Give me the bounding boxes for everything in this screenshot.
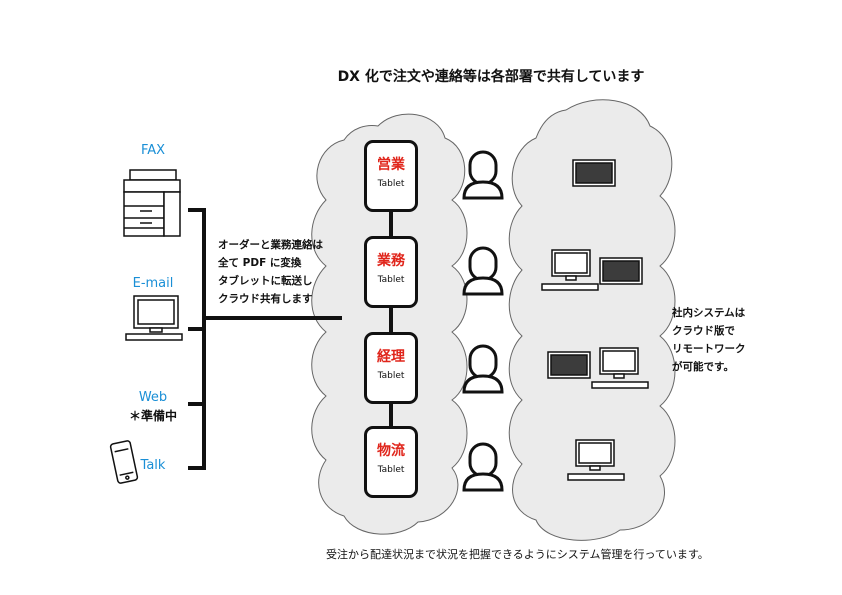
department-name: 物流 xyxy=(377,443,405,459)
department-name: 業務 xyxy=(377,253,405,269)
person-icon xyxy=(462,344,504,394)
desktop-computer-icon xyxy=(567,439,625,481)
desktop-computer-icon xyxy=(541,249,599,291)
talk-label: Talk xyxy=(140,458,166,473)
web-label: Web xyxy=(138,390,168,405)
side-note-line: リモートワーク xyxy=(672,343,746,355)
process-note-line: クラウド共有します xyxy=(218,293,313,305)
device-label: Tablet xyxy=(377,275,405,285)
connector-lines xyxy=(188,208,393,470)
process-note: オーダーと業務連絡は 全て PDF に変換 タブレットに転送し クラウド共有しま… xyxy=(218,236,358,308)
email-computer-icon xyxy=(125,295,183,341)
tablet-accounting: 経理 Tablet xyxy=(364,332,418,404)
side-note-line: が可能です。 xyxy=(672,361,734,373)
device-label: Tablet xyxy=(377,371,405,381)
page-title: DX 化で注文や連絡等は各部署で共有しています xyxy=(337,69,645,85)
web-status-note: ＊準備中 xyxy=(128,409,177,423)
device-label: Tablet xyxy=(377,179,405,189)
smartphone-icon xyxy=(109,440,139,484)
person-icon xyxy=(462,442,504,492)
laptop-icon xyxy=(599,257,643,285)
process-note-line: オーダーと業務連絡は xyxy=(218,239,323,251)
side-note-line: クラウド版で xyxy=(672,325,735,337)
tablet-sales: 営業 Tablet xyxy=(364,140,418,212)
person-icon xyxy=(462,150,504,200)
fax-label: FAX xyxy=(140,143,166,158)
person-icon xyxy=(462,246,504,296)
system-cloud xyxy=(508,99,676,541)
department-name: 営業 xyxy=(377,157,405,173)
email-label: E-mail xyxy=(132,276,174,291)
device-label: Tablet xyxy=(377,465,405,475)
person-icons xyxy=(462,150,504,492)
desktop-icons xyxy=(541,249,649,481)
tablet-logistics: 物流 Tablet xyxy=(364,426,418,498)
process-note-line: 全て PDF に変換 xyxy=(218,257,302,269)
side-note: 社内システムは クラウド版で リモートワーク が可能です。 xyxy=(672,304,772,376)
desktop-computer-icon xyxy=(591,347,649,389)
laptop-icon xyxy=(547,351,591,379)
tablet-operations: 業務 Tablet xyxy=(364,236,418,308)
laptop-icon xyxy=(572,159,616,187)
side-note-line: 社内システムは xyxy=(672,307,746,319)
fax-machine-icon xyxy=(123,169,181,237)
process-note-line: タブレットに転送し xyxy=(218,275,313,287)
footer-caption: 受注から配達状況まで状況を把握できるようにシステム管理を行っています。 xyxy=(326,548,709,561)
laptop-icons xyxy=(547,159,643,379)
department-name: 経理 xyxy=(377,349,405,365)
